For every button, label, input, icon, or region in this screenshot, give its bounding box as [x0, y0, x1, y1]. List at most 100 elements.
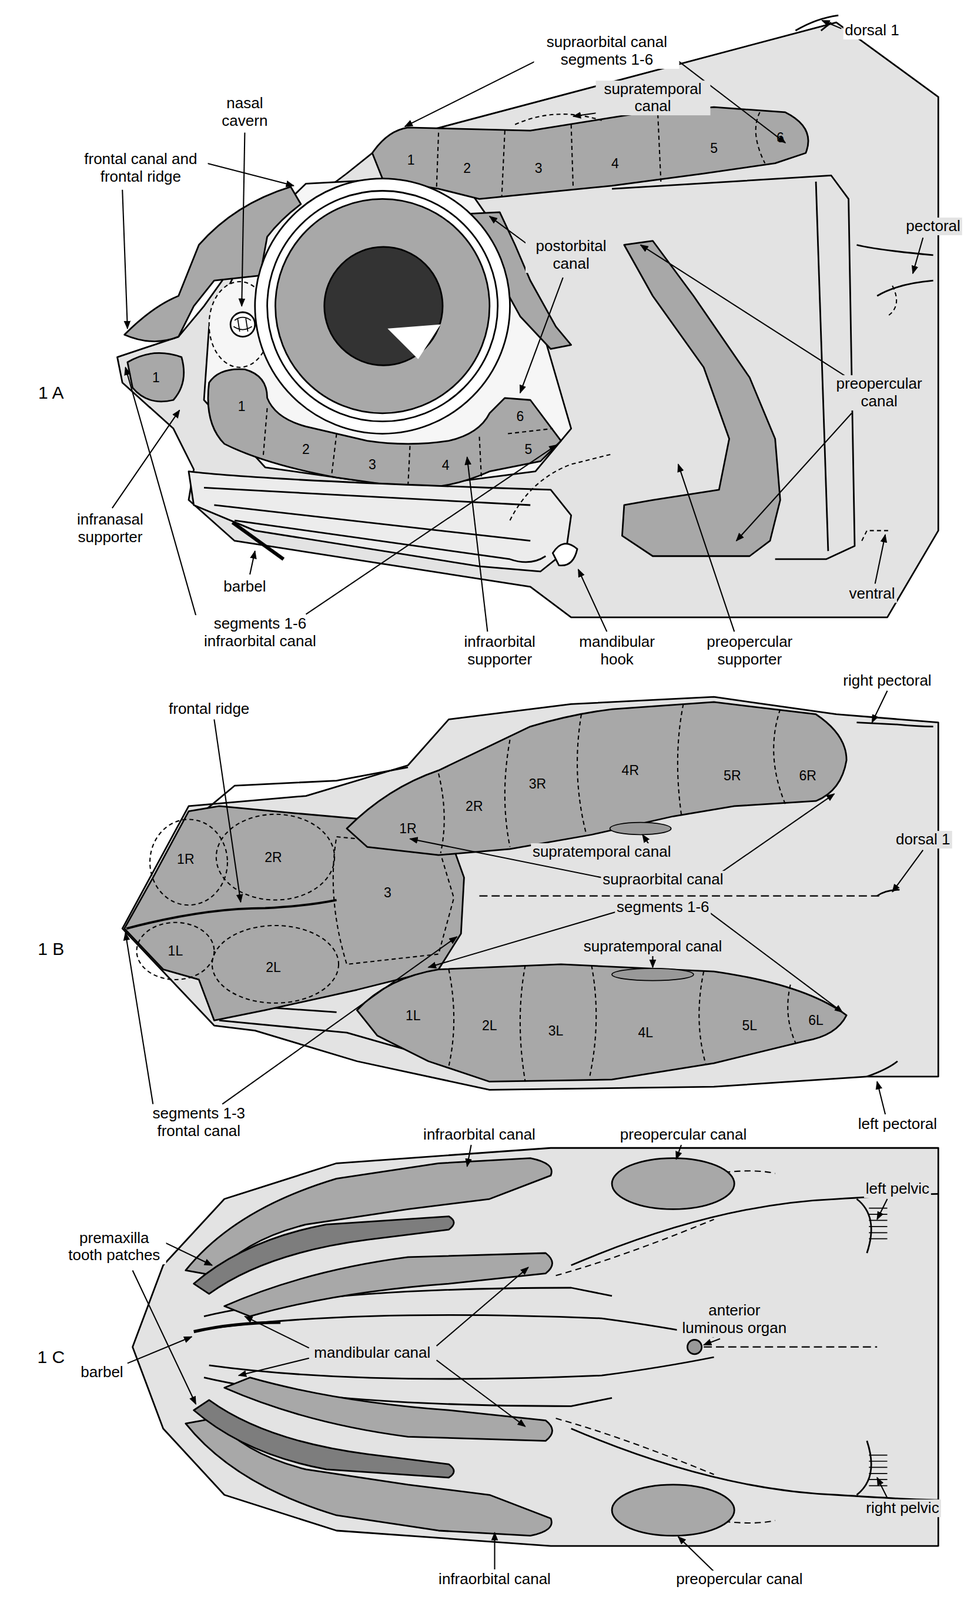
supraorbital-canal-right — [346, 701, 847, 855]
leader-line — [241, 132, 245, 307]
label-holder: premaxilla tooth patches — [62, 1229, 167, 1265]
leader-line — [222, 936, 457, 1104]
opercle-line — [815, 181, 829, 551]
leader-line — [489, 216, 529, 246]
part-label: supratemporal canal — [595, 80, 711, 116]
fin-dashes — [861, 285, 897, 541]
leader-line — [405, 57, 544, 127]
label-holder: 1 — [236, 397, 248, 414]
label-holder: 1 B — [35, 938, 66, 960]
callout-number: 2R — [262, 848, 284, 865]
label-holder: preopercular canal — [674, 1570, 805, 1588]
leader-line — [125, 932, 153, 1104]
leader-line — [678, 464, 735, 632]
head-body — [132, 1147, 939, 1546]
label-holder: infraorbital canal — [436, 1570, 553, 1588]
part-label: supraorbital canal — [600, 870, 725, 889]
preopercular-canal — [611, 1484, 735, 1536]
leader-line — [122, 189, 128, 329]
callout-number: 2 — [300, 440, 312, 457]
callout-number: 1L — [403, 1006, 423, 1023]
nasal-rosette — [230, 312, 256, 337]
label-holder: 2 — [461, 160, 473, 176]
label-holder: postorbital canal — [525, 237, 618, 273]
label-holder: left pectoral — [856, 1115, 939, 1133]
lower-jaw — [188, 471, 572, 572]
label-holder: dorsal 1 — [842, 21, 902, 40]
infranasal-canal — [127, 352, 184, 401]
panel-label: 1 C — [35, 1346, 67, 1368]
label-holder: 3L — [546, 1022, 566, 1038]
label-holder: 4 — [440, 457, 452, 473]
leader-line — [112, 410, 180, 509]
label-holder: 6 — [774, 129, 786, 146]
callout-number: 6L — [806, 1012, 826, 1028]
label-holder: supraorbital canal — [600, 870, 725, 889]
infraorbital-canal — [208, 369, 561, 488]
leader-line — [877, 1477, 888, 1498]
part-label: barbel — [78, 1363, 125, 1381]
callout-number: 3 — [366, 456, 378, 472]
eye-iris — [275, 198, 490, 413]
label-holder: 3R — [527, 775, 548, 791]
label-holder: 3 — [382, 884, 394, 900]
label-holder: 5 — [522, 440, 534, 457]
leader-line — [520, 277, 564, 393]
label-holder: right pelvic — [864, 1498, 941, 1517]
leader-line — [436, 1266, 529, 1346]
callout-number: 6 — [774, 129, 786, 146]
callout-number: 2L — [480, 1017, 500, 1033]
panel-label: 1 A — [36, 382, 66, 404]
leader-line — [467, 1144, 472, 1166]
leader-line — [877, 1198, 888, 1220]
label-holder: 1R — [397, 820, 418, 836]
callout-number: 1R — [397, 820, 418, 836]
eye-ring — [267, 191, 498, 422]
segment-outline — [333, 836, 454, 965]
part-label: mandibular canal — [312, 1343, 433, 1362]
leader-line — [892, 849, 923, 892]
leader-line — [877, 1080, 886, 1114]
label-holder: pectoral — [904, 217, 963, 236]
part-label: dorsal 1 — [894, 830, 953, 849]
part-label: dorsal 1 — [842, 21, 902, 40]
callout-number: 2R — [463, 798, 485, 814]
leader-line — [436, 1359, 526, 1427]
label-holder: 3 — [366, 456, 378, 472]
leader-line — [721, 793, 835, 873]
part-label: supratemporal canal — [581, 937, 725, 956]
rosette-folds — [233, 317, 252, 332]
callout-number: 1 — [405, 152, 417, 168]
leader-line — [703, 1338, 721, 1345]
segment-dividers — [438, 703, 786, 853]
label-holder: 2R — [463, 798, 485, 814]
part-label: left pectoral — [856, 1115, 939, 1133]
leader-line — [238, 1357, 310, 1376]
part-label: premaxilla tooth patches — [62, 1229, 167, 1265]
part-label: frontal canal and frontal ridge — [73, 150, 209, 186]
leader-line — [640, 244, 845, 376]
label-holder: nasal cavern — [210, 94, 280, 130]
label-holder: anterior luminous organ — [677, 1301, 792, 1337]
label-holder: supratemporal canal — [595, 80, 711, 116]
callout-number: 5 — [522, 440, 534, 457]
part-label: segments 1-3 frontal canal — [145, 1104, 253, 1140]
leader-line — [306, 444, 558, 615]
segment-dividers — [436, 112, 766, 196]
label-holder: 5L — [740, 1017, 760, 1033]
part-label: anterior luminous organ — [677, 1301, 792, 1337]
leader-line — [875, 534, 886, 584]
callout-number: 3L — [546, 1022, 566, 1038]
label-holder: mandibular hook — [574, 633, 659, 669]
label-holder: right pectoral — [841, 671, 933, 690]
leader-lines — [112, 20, 923, 1572]
label-holder: frontal canal and frontal ridge — [73, 150, 209, 186]
preopercular-canal — [621, 241, 781, 557]
label-holder: infraorbital canal — [421, 1125, 538, 1144]
label-holder: 1 — [150, 369, 162, 386]
label-holder: supratemporal canal — [530, 842, 674, 861]
frontal-ridge — [126, 899, 337, 929]
callout-number: 3R — [527, 775, 548, 791]
panel-label: 1 B — [35, 938, 66, 960]
